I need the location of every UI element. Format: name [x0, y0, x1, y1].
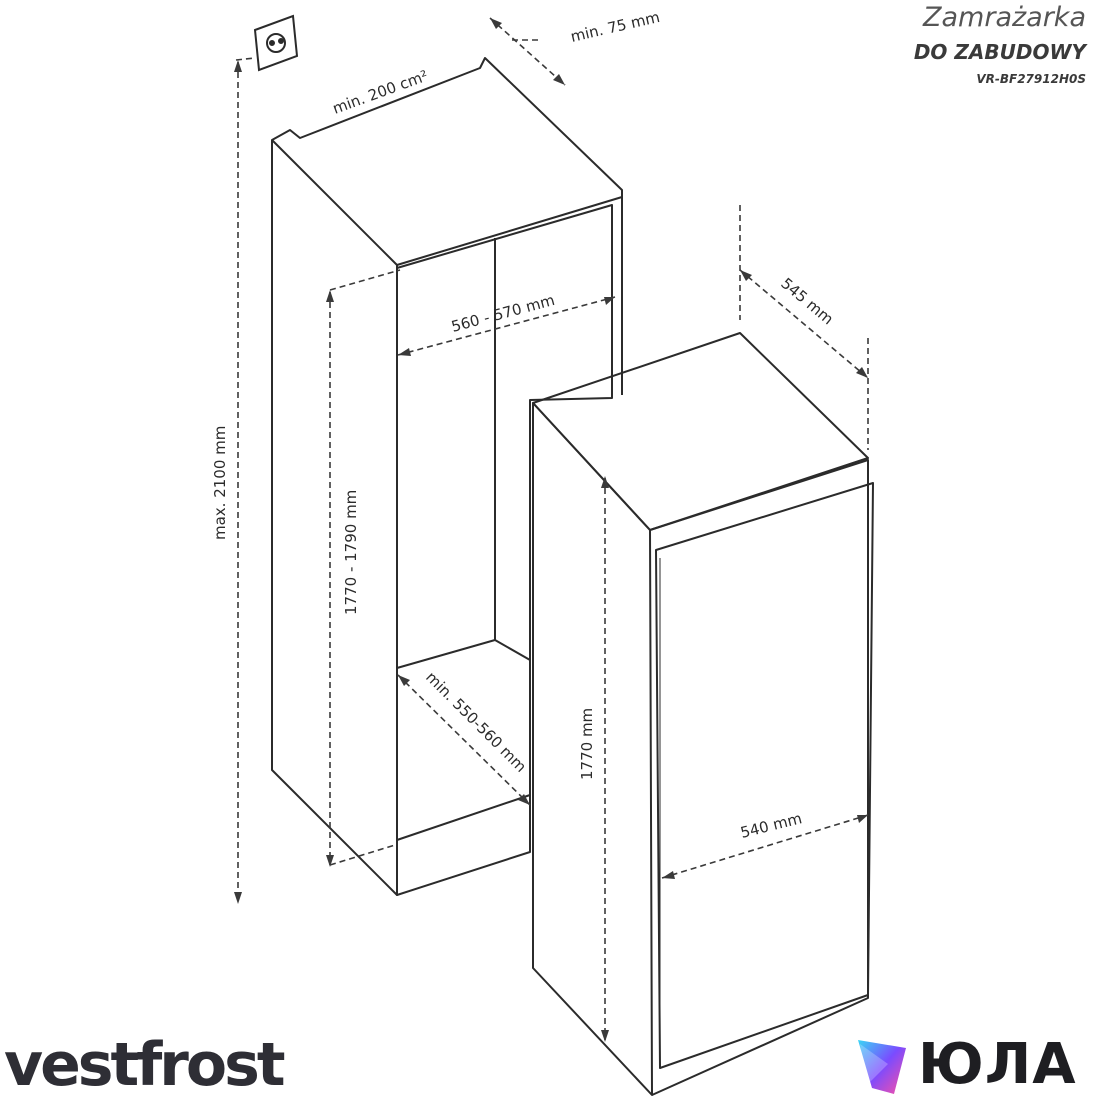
appliance-height-label: 1770 mm [578, 708, 596, 780]
vent-gap-label: min. 75 mm [569, 8, 662, 46]
dimension-lines [235, 17, 869, 1040]
niche-width-label: 560 - 570 mm [449, 291, 556, 336]
cabinet [271, 57, 623, 896]
title-product-type: Zamrażarka [923, 2, 1086, 33]
yula-logo-text: ЮЛА [918, 1032, 1077, 1097]
max-height-label: max. 2100 mm [211, 426, 229, 540]
cabinet-left-face [271, 139, 398, 896]
niche-height-label: 1770 - 1790 mm [342, 490, 360, 615]
power-socket-icon [253, 14, 299, 72]
appliance-width-label: 540 mm [739, 809, 804, 842]
freezer-appliance [532, 332, 874, 1096]
freezer-door [655, 482, 874, 1069]
dimension-arrows [234, 18, 868, 1042]
model-number: VR-BF27912H0S [976, 72, 1086, 86]
dimension-labels: min. 75 mm min. 200 cm² max. 2100 mm 177… [211, 8, 837, 842]
depth-label: 545 mm [777, 274, 837, 328]
cabinet-top-rim [271, 57, 623, 266]
vestfrost-logo: vestfrost [4, 1030, 286, 1100]
title-installation-type: DO ZABUDOWY [913, 40, 1086, 64]
niche-depth-label: min. 550-560 mm [422, 668, 530, 776]
yula-logo-icon [858, 1040, 906, 1094]
